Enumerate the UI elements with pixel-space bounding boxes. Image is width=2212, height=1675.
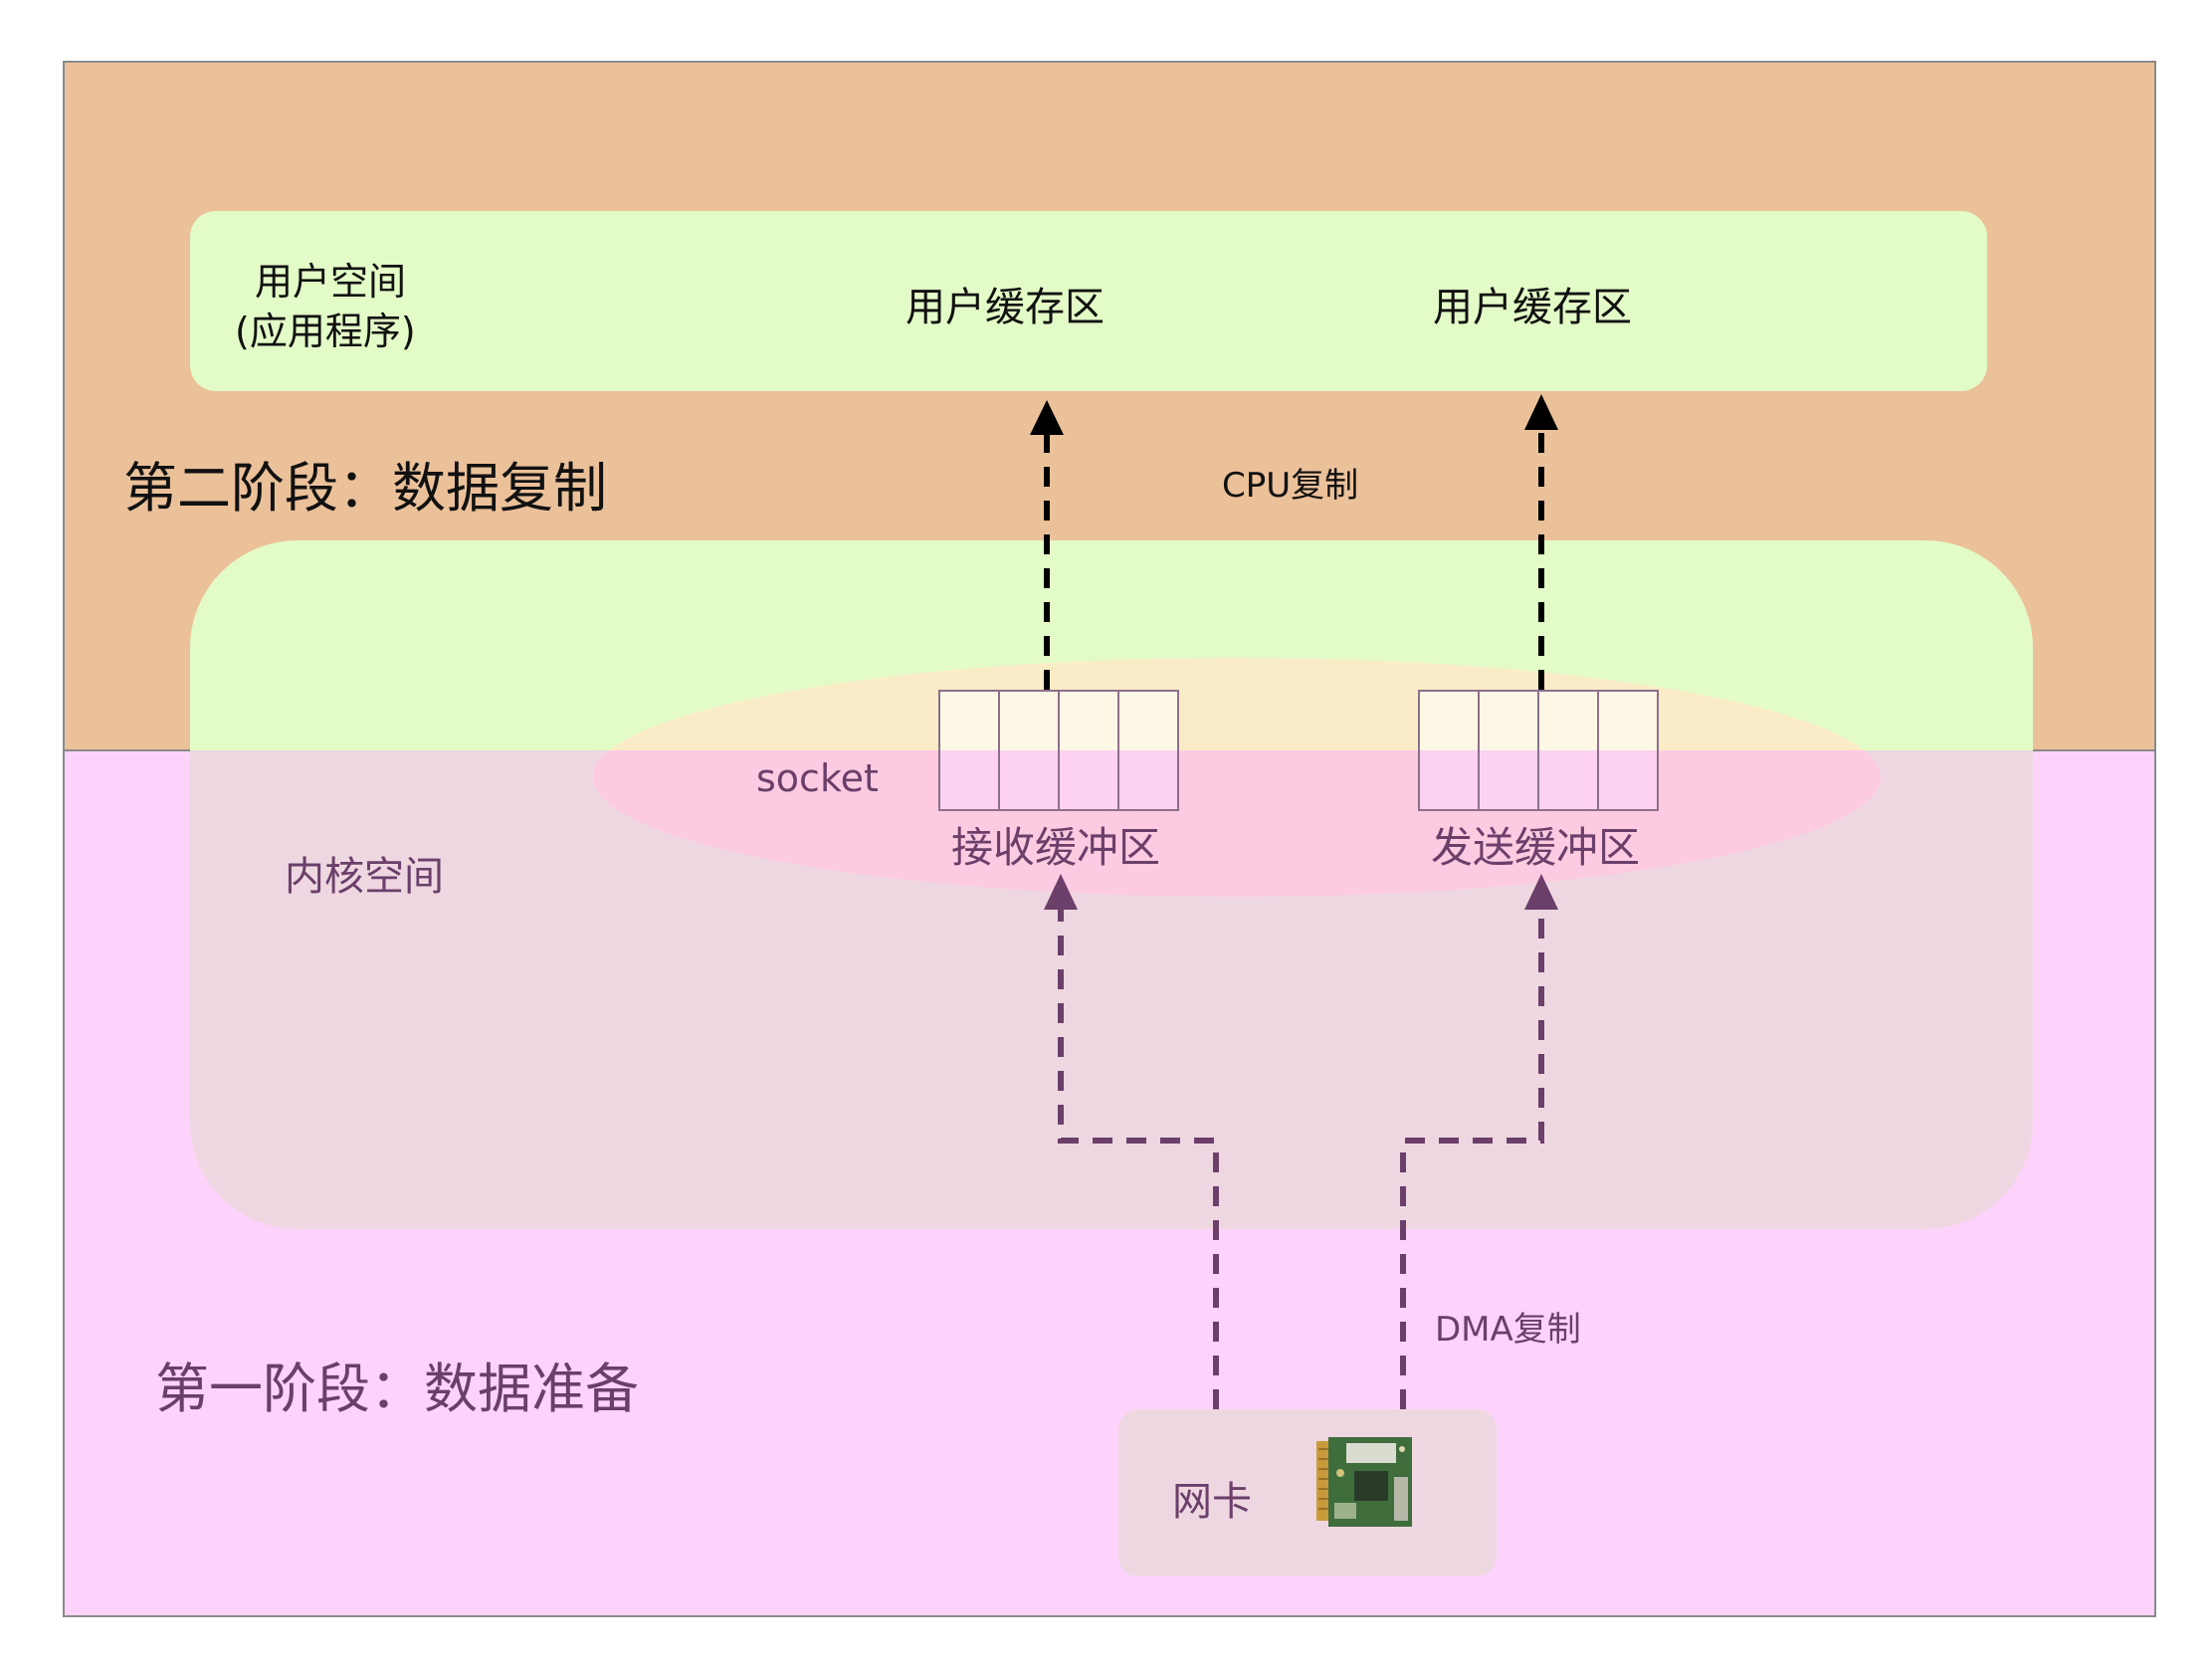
kernel-space-label: 内核空间 xyxy=(285,854,444,900)
network-card-icon xyxy=(1316,1437,1412,1527)
socket-label: socket xyxy=(756,756,879,800)
buffer-cell xyxy=(1000,692,1060,809)
user-space-sublabel: (应用程序) xyxy=(235,310,416,353)
buffer-cell xyxy=(1420,692,1480,809)
dma-copy-arrow-send xyxy=(1400,900,1544,1409)
nic-box xyxy=(1118,1409,1497,1576)
buffer-cell xyxy=(1060,692,1119,809)
user-buffer-right-label: 用户缓存区 xyxy=(1433,285,1632,330)
buffer-cell xyxy=(1599,692,1657,809)
recv-buffer-label: 接收缓冲区 xyxy=(951,823,1161,872)
cpu-copy-label: CPU复制 xyxy=(1222,466,1359,506)
buffer-cell xyxy=(1539,692,1599,809)
send-buffer xyxy=(1418,690,1659,811)
arrowhead-icon xyxy=(1030,400,1064,435)
stage2-title: 第二阶段：数据复制 xyxy=(123,457,607,520)
socket-ellipse xyxy=(593,658,1881,897)
arrowhead-icon xyxy=(1524,874,1558,910)
dma-copy-label: DMA复制 xyxy=(1435,1310,1581,1350)
dma-copy-arrow-recv xyxy=(1058,900,1219,1409)
recv-buffer xyxy=(938,690,1179,811)
user-space-box xyxy=(190,211,1987,391)
user-buffer-left-label: 用户缓存区 xyxy=(905,285,1105,330)
buffer-cell xyxy=(1119,692,1177,809)
stage1-title: 第一阶段：数据准备 xyxy=(155,1358,639,1420)
buffer-cell xyxy=(1480,692,1539,809)
arrowhead-icon xyxy=(1524,394,1558,430)
arrowhead-icon xyxy=(1044,874,1078,910)
nic-label: 网卡 xyxy=(1172,1479,1252,1525)
buffer-cell xyxy=(940,692,1000,809)
diagram-frame xyxy=(63,61,2156,1617)
send-buffer-label: 发送缓冲区 xyxy=(1431,823,1641,872)
user-space-label: 用户空间 xyxy=(255,260,407,304)
